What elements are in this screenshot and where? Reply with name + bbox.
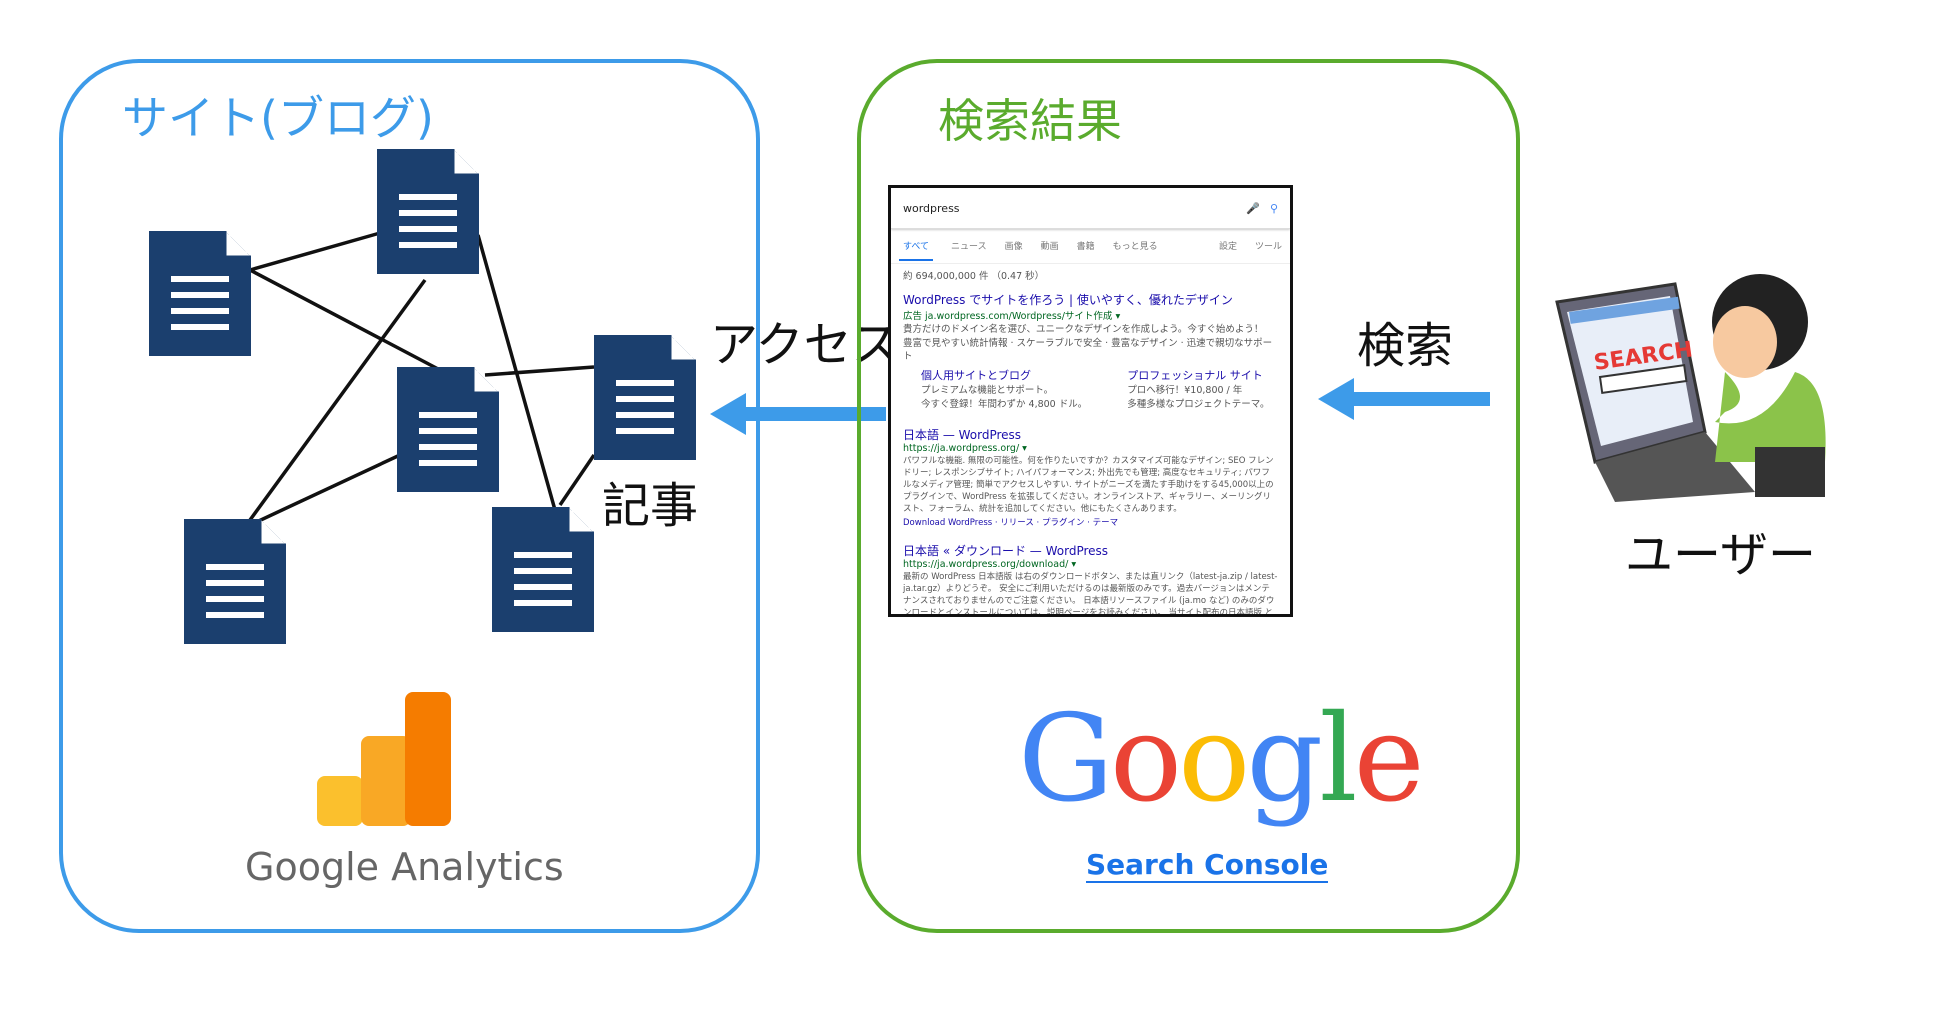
- article-doc-icon: [149, 231, 251, 356]
- search-icon: ⚲: [1269, 201, 1278, 215]
- access-arrow-icon: [710, 393, 886, 435]
- search-results-screenshot: wordpress 🎤 ⚲ すべて ニュース 画像 動画 書籍 もっと見る 設定 ツ…: [888, 185, 1293, 617]
- search-query: wordpress: [903, 201, 960, 215]
- user-label: ユーザー: [1625, 527, 1817, 583]
- article-doc-icon: [594, 335, 696, 460]
- google-analytics-label: Google Analytics: [245, 845, 564, 889]
- search-panel-title: 検索結果: [938, 94, 1122, 148]
- link-line: [249, 231, 381, 272]
- link-line: [249, 453, 401, 527]
- article-doc-icon: [492, 507, 594, 632]
- result-title: 日本語 — WordPress: [903, 428, 1022, 442]
- access-label: アクセス: [710, 317, 900, 373]
- link-line: [249, 268, 441, 372]
- result-links: Download WordPress · リリース · プラグイン · テーマ: [903, 518, 1119, 528]
- result-snippet: 最新の WordPress 日本語版 は右のダウンロードボタン、または直リンク（…: [903, 572, 1278, 617]
- sitelink-text: 多種多様なプロジェクトテーマ。: [1127, 399, 1270, 410]
- sitelink-text: プロへ移行！¥10,800 / 年: [1127, 385, 1243, 396]
- sitelink-title: プロフェッショナル サイト: [1127, 369, 1263, 382]
- search-label: 検索: [1357, 318, 1454, 374]
- tab-tools: ツール: [1254, 242, 1282, 252]
- link-line: [558, 454, 596, 506]
- result-title: WordPress でサイトを作ろう | 使いやすく、優れたデザイン: [903, 293, 1233, 307]
- sitelink-title: 個人用サイトとブログ: [921, 369, 1031, 382]
- tab-images: 画像: [1004, 242, 1023, 252]
- sitelink-text: 今すぐ登録！年間わずか 4,800 ドル。: [921, 399, 1088, 410]
- tab-settings: 設定: [1218, 242, 1237, 252]
- mic-icon: 🎤: [1246, 201, 1260, 215]
- link-line: [484, 365, 595, 377]
- tab-more: もっと見る: [1112, 242, 1158, 252]
- tab-all: すべて: [899, 239, 934, 261]
- tab-videos: 動画: [1040, 242, 1059, 252]
- link-line: [248, 278, 427, 522]
- search-arrow-icon: [1318, 378, 1490, 420]
- article-doc-icon: [377, 149, 479, 274]
- result-snippet: パワフルな機能. 無限の可能性。何を作りたいですか？カスタマイズ可能なデザイン;…: [903, 456, 1274, 514]
- user-illustration-icon: SEARCH: [1555, 274, 1826, 502]
- site-panel-title: サイト(ブログ): [122, 91, 434, 145]
- tab-books: 書籍: [1076, 242, 1095, 252]
- google-analytics-logo-icon: [317, 692, 451, 826]
- result-url: https://ja.wordpress.org/ ▾: [903, 443, 1027, 454]
- tab-news: ニュース: [951, 242, 987, 252]
- result-title: 日本語 « ダウンロード — WordPress: [903, 544, 1109, 558]
- result-stats: 約 694,000,000 件 （0.47 秒）: [903, 271, 1045, 282]
- search-console-label: Search Console: [1086, 848, 1329, 883]
- result-url: https://ja.wordpress.org/download/ ▾: [903, 559, 1077, 570]
- google-logo: Google: [1018, 690, 1425, 829]
- search-bar: wordpress 🎤 ⚲: [891, 188, 1290, 229]
- result-snippet: 貴方だけのドメイン名を選び、ユニークなデザインを作成しよう。今すぐ始めよう！: [903, 324, 1264, 335]
- sitelink-text: プレミアムな機能とサポート。: [921, 385, 1054, 396]
- search-panel: [857, 59, 1520, 933]
- site-panel: [59, 59, 760, 933]
- article-label: 記事: [602, 478, 699, 534]
- article-doc-icon: [397, 367, 499, 492]
- article-doc-icon: [184, 519, 286, 644]
- result-url: 広告 ja.wordpress.com/Wordpress/サイト作成 ▾: [903, 311, 1121, 322]
- result-snippet: 豊富で見やすい統計情報 · スケーラブルで安全 · 豊富なデザイン · 迅速で親…: [903, 338, 1273, 362]
